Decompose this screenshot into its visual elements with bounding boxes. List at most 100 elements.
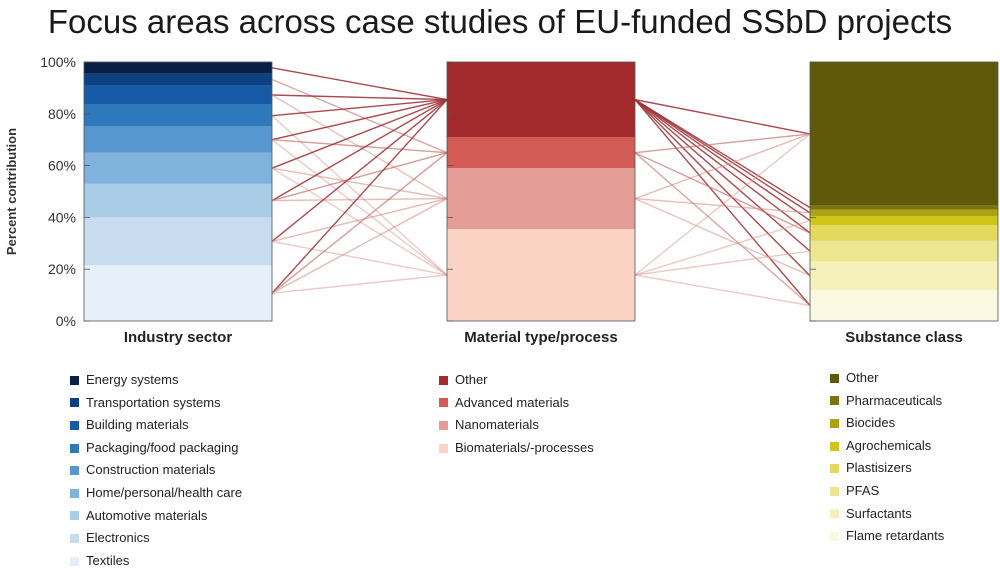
bar-segment-industry-sector-transportation-systems <box>84 73 272 86</box>
x-axis-labels: Industry sector Material type/process Subs… <box>124 329 963 346</box>
bar-segment-industry-sector-energy-systems <box>84 62 272 74</box>
y-axis-label: Percent contribution <box>4 128 19 255</box>
flow-link-right-advanced-materials-to-flame-retardants <box>634 152 811 307</box>
legend-item-nanomaterials: Nanomaterials <box>439 414 594 437</box>
y-tick-label: 40% <box>48 209 76 225</box>
bar-segment-substance-class-flame-retardants <box>810 289 998 321</box>
y-tick-label: 60% <box>48 158 76 174</box>
legend-label: Transportation systems <box>86 394 221 410</box>
legend-swatch <box>830 418 839 428</box>
legend-label: Building materials <box>86 417 189 433</box>
legend-swatch <box>830 396 839 406</box>
legend-item-agrochemicals: Agrochemicals <box>830 435 944 458</box>
legend-swatch <box>830 464 839 474</box>
y-tick-label: 100% <box>40 54 76 70</box>
flow-link-left-construction-materials-to-advanced-materials <box>271 139 448 154</box>
legend-label: Flame retardants <box>846 528 945 544</box>
legend-item-pharmaceuticals: Pharmaceuticals <box>830 390 944 413</box>
flow-link-left-energy-systems-to-other <box>271 67 448 101</box>
legend-swatch <box>70 533 79 543</box>
x-category-label-substance-class: Substance class <box>845 329 963 346</box>
flow-link-left-textiles-to-nanomaterials <box>271 197 448 294</box>
stacked-bars <box>83 61 999 322</box>
flow-link-right-other-to-flame-retardants <box>634 99 811 306</box>
flow-link-left-automotive-materials-to-nanomaterials <box>271 197 448 202</box>
flow-link-right-advanced-materials-to-plastisizers <box>634 152 811 234</box>
legend-item-biomaterials-processes: Biomaterials/-processes <box>439 437 594 460</box>
bar-segment-industry-sector-construction-materials <box>84 126 272 153</box>
flow-link-left-construction-materials-to-biomaterials-processes <box>271 139 448 276</box>
bar-segment-substance-class-surfactants <box>810 261 998 290</box>
bar-segment-material-type-process-biomaterials-processes <box>447 229 635 321</box>
flow-link-right-nanomaterials-to-other <box>634 133 811 200</box>
flow-link-left-packaging-food-packaging-to-other <box>271 98 448 117</box>
flow-link-left-textiles-to-biomaterials-processes <box>271 274 448 294</box>
legend-swatch <box>70 375 79 385</box>
bar-segment-industry-sector-home-personal-health-care <box>84 152 272 184</box>
legend-label: Biomaterials/-processes <box>455 439 594 455</box>
legend-swatch <box>70 511 79 521</box>
flow-link-right-nanomaterials-to-biocides <box>634 197 811 214</box>
y-tick-label: 0% <box>56 313 76 329</box>
legend-label: Pharmaceuticals <box>846 392 943 408</box>
legend-item-automotive-materials: Automotive materials <box>70 505 242 528</box>
legend-item-pfas: PFAS <box>830 480 944 503</box>
flow-link-right-other-to-other <box>634 98 811 135</box>
legend-item-home-personal-health-care: Home/personal/health care <box>70 482 242 505</box>
legend-swatch <box>70 420 79 430</box>
legend-swatch <box>70 556 79 566</box>
legend-swatch <box>439 443 448 453</box>
y-tick-label: 20% <box>48 261 76 277</box>
legend-item-textiles: Textiles <box>70 550 242 572</box>
legend-item-advanced-materials: Advanced materials <box>439 392 594 415</box>
flow-link-left-packaging-food-packaging-to-biomaterials-processes <box>271 115 448 276</box>
flow-link-right-other-to-pfas <box>634 99 811 252</box>
bar-segment-material-type-process-other <box>447 62 635 138</box>
legend-swatch <box>439 375 448 385</box>
legend-swatch <box>70 488 79 498</box>
bar-segment-substance-class-biocides <box>810 209 998 217</box>
bar-outline-material-type-process <box>446 61 636 322</box>
flow-link-right-other-to-agrochemicals <box>634 99 811 222</box>
legend-swatch <box>830 373 839 383</box>
flow-link-right-biomaterials-processes-to-pfas <box>634 250 811 276</box>
flow-link-right-biomaterials-processes-to-other <box>634 133 811 276</box>
x-category-label-industry-sector: Industry sector <box>124 329 233 346</box>
legend-label: Electronics <box>86 530 150 546</box>
legend-label: Advanced materials <box>455 394 570 410</box>
legend-label: PFAS <box>846 482 880 498</box>
flow-link-left-electronics-to-biomaterials-processes <box>271 240 448 276</box>
flow-link-left-home-personal-health-care-to-other <box>271 98 448 169</box>
flow-link-left-automotive-materials-to-advanced-materials <box>271 152 448 202</box>
bar-segment-industry-sector-building-materials <box>84 85 272 105</box>
bar-segment-material-type-process-nanomaterials <box>447 168 635 230</box>
flow-link-right-other-to-biocides <box>634 99 811 214</box>
legend-label: Textiles <box>86 552 130 568</box>
legend-label: Surfactants <box>846 505 912 521</box>
flow-link-right-biomaterials-processes-to-agrochemicals <box>634 219 811 276</box>
legend-item-building-materials: Building materials <box>70 414 242 437</box>
flow-link-right-advanced-materials-to-other <box>634 133 811 154</box>
flow-link-left-electronics-to-nanomaterials <box>271 197 448 243</box>
legend-swatch <box>830 531 839 541</box>
legend-label: Other <box>846 370 879 385</box>
flow-link-left-transportation-systems-to-advanced-materials <box>271 78 448 154</box>
flow-link-left-construction-materials-to-other <box>271 98 448 141</box>
flow-link-left-electronics-to-other <box>271 99 448 242</box>
legend-item-other: Other <box>830 367 944 390</box>
legend-swatch <box>439 398 448 408</box>
legend-item-energy-systems: Energy systems <box>70 369 242 392</box>
bar-segment-industry-sector-textiles <box>84 265 272 321</box>
flow-link-left-textiles-to-other <box>271 99 448 294</box>
legend-label: Energy systems <box>86 372 179 387</box>
x-category-label-material-type-process: Material type/process <box>464 329 617 346</box>
flow-link-right-other-to-pharmaceuticals <box>634 99 811 209</box>
legend-label: Construction materials <box>86 462 216 478</box>
legend-item-other: Other <box>439 369 594 392</box>
legend-swatch <box>70 398 79 408</box>
legend-swatch <box>830 509 839 519</box>
legend-item-surfactants: Surfactants <box>830 503 944 526</box>
